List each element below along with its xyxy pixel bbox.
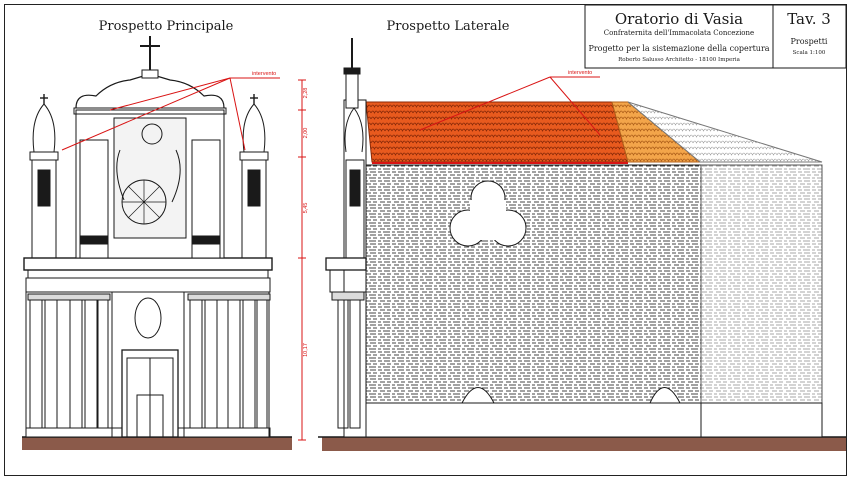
sheet-number: Tav. 3 <box>787 10 831 28</box>
main-right-tower <box>239 94 269 259</box>
intervento-label-main: intervento <box>252 71 276 77</box>
project-description: Progetto per la sistemazione della coper… <box>588 44 769 53</box>
main-left-tower <box>29 94 59 259</box>
main-ground <box>22 437 292 450</box>
dimension-label-2: 2,00 <box>303 128 309 139</box>
main-intervento-leaders <box>61 77 280 151</box>
dimension-label-3: 5,45 <box>303 203 309 214</box>
roof-new <box>365 101 629 163</box>
project-name: Oratorio di Vasia <box>615 10 743 28</box>
project-subtitle: Confraternita dell'Immacolata Concezione <box>604 29 754 37</box>
side-ground <box>322 437 846 451</box>
drawing-sheet <box>4 4 847 476</box>
side-view-title: Prospetto Laterale <box>387 19 510 34</box>
trefoil-window <box>449 180 527 247</box>
side-tower <box>325 38 367 438</box>
dimension-label-1: 2,28 <box>303 88 309 99</box>
side-wall <box>365 164 702 404</box>
side-elevation <box>318 38 846 451</box>
sheet-title: Prospetti <box>791 37 828 46</box>
main-facade <box>22 36 306 450</box>
central-relief <box>113 117 187 239</box>
side-intervento-leaders <box>419 76 601 136</box>
dimension-label-4: 10,17 <box>303 343 309 357</box>
dimension-line <box>298 79 306 441</box>
architect-credit: Roberto Salusso Architetto - 18100 Imper… <box>618 57 741 63</box>
intervento-label-side: intervento <box>568 70 592 76</box>
sheet-scale: Scala 1:100 <box>793 50 826 56</box>
main-view-title: Prospetto Principale <box>99 19 234 34</box>
title-block <box>584 4 847 69</box>
